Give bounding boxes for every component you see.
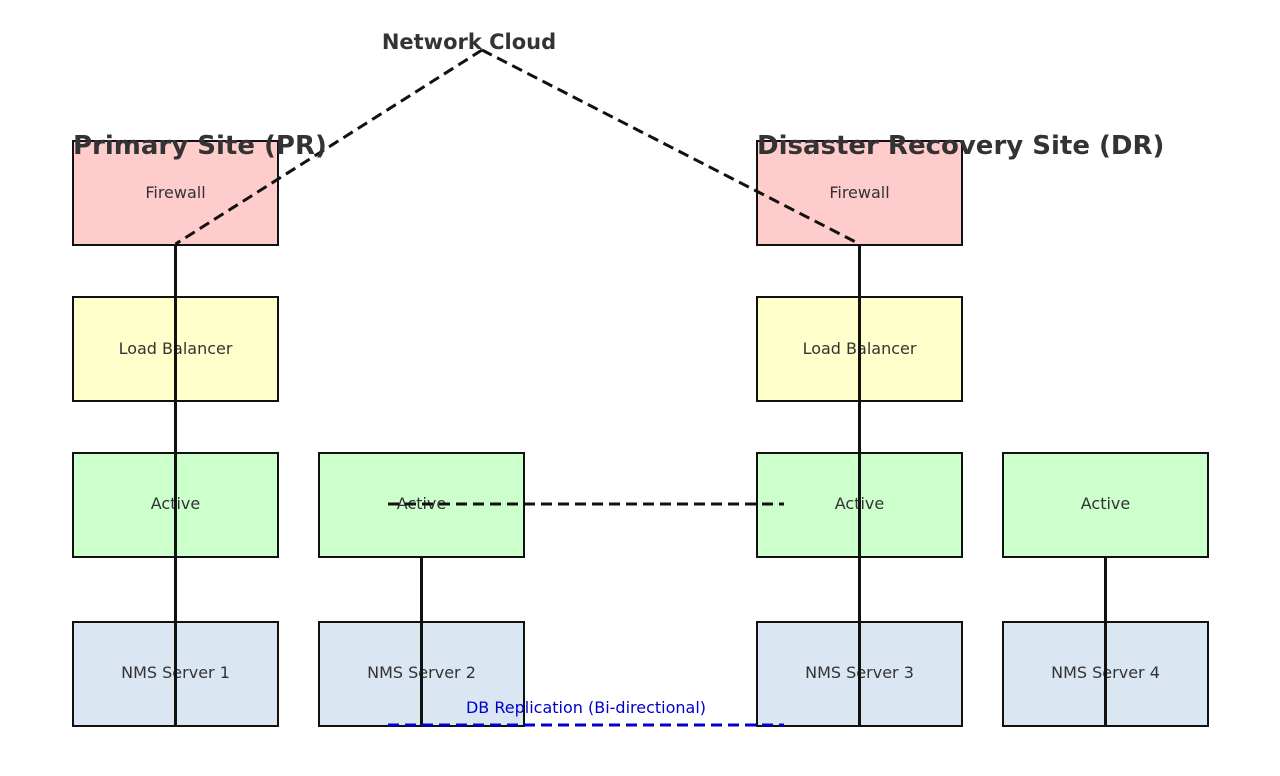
- node-dr-active-2: Active: [1002, 452, 1209, 558]
- primary-site-title: Primary Site (PR): [73, 131, 327, 161]
- node-box: [318, 452, 525, 558]
- link-cloud-dr-firewall: [481, 48, 861, 246]
- node-pr-active-2: Active: [318, 452, 525, 558]
- node-label: Firewall: [145, 183, 205, 202]
- node-box: [1002, 452, 1209, 558]
- node-box: [72, 140, 279, 246]
- node-dr-firewall: Firewall: [756, 140, 963, 246]
- network-cloud-label: Network Cloud: [382, 30, 556, 54]
- link-cloud-pr-firewall: [174, 48, 483, 246]
- node-label: Firewall: [829, 183, 889, 202]
- node-label: Active: [397, 494, 447, 513]
- db-replication-label: DB Replication (Bi-directional): [466, 698, 706, 717]
- node-pr-firewall: Firewall: [72, 140, 279, 246]
- node-label: Active: [1081, 494, 1131, 513]
- node-box: [756, 140, 963, 246]
- dr-site-title: Disaster Recovery Site (DR): [757, 131, 1164, 161]
